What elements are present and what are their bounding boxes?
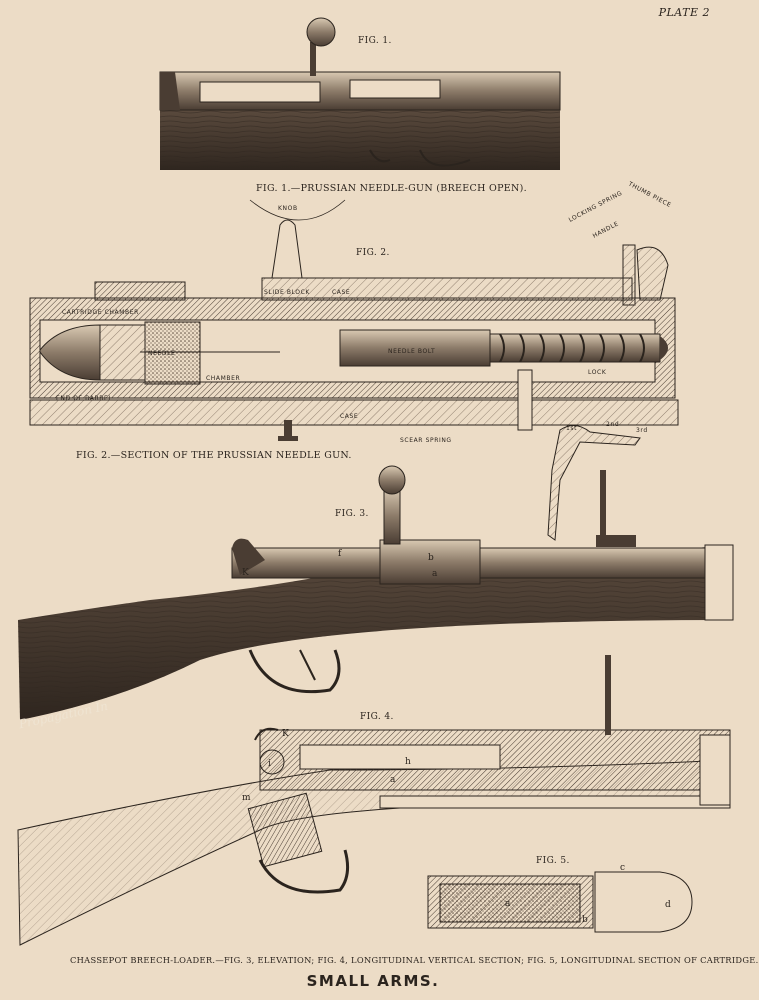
fig5-letter-b: b [582,915,588,925]
label-cartridge-chamber: CARTRIDGE CHAMBER [62,309,139,316]
fig1-drawing [159,17,561,170]
fig5-labels: a b d c [505,863,671,925]
label-pos-2: 2nd [606,421,619,428]
label-slide-block: SLIDE BLOCK [264,289,310,296]
fig3-letter-f: f [338,549,342,559]
fig1-title: FIG. 1. [358,36,392,46]
fig4-drawing [17,655,731,946]
fig5-letter-c: c [620,863,625,873]
label-thumb-piece: THUMB PIECE [626,180,672,209]
fig4-title: FIG. 4. [360,712,394,722]
fig1-caption: FIG. 1.—PRUSSIAN NEEDLE-GUN (BREECH OPEN… [256,183,527,194]
fig3-letter-b: b [428,553,434,563]
fig4-letter-i: i [268,759,271,769]
label-lock: LOCK [588,369,607,376]
label-pos-3: 3rd [636,427,648,434]
fig4-labels: K h a i m [242,729,411,803]
fig2-title: FIG. 2. [356,248,390,258]
fig3-labels: K b f a [242,549,438,579]
fig5-title: FIG. 5. [536,856,570,866]
label-scear-spring: SCEAR SPRING [400,437,452,444]
fig3-drawing [18,465,734,720]
main-title: SMALL ARMS. [306,972,440,990]
fig2-caption: FIG. 2.—SECTION OF THE PRUSSIAN NEEDLE G… [76,450,352,461]
fig4-letter-h: h [405,757,411,767]
label-case-top: CASE [332,289,350,296]
label-case-bottom: CASE [340,413,358,420]
fig3-title: FIG. 3. [335,509,369,519]
label-handle: HANDLE [592,220,620,240]
label-chamber: CHAMBER [206,375,240,382]
fig5-drawing [427,871,693,933]
fig3-letter-a: a [432,569,438,579]
fig4-letter-a: a [390,775,396,785]
fig5-letter-d: d [665,900,671,910]
fig3-letter-k: K [242,568,249,578]
fig4-letter-K: K [282,729,289,739]
label-pos-1: 1st [566,425,577,432]
label-needle-bolt: NEEDLE BOLT [388,348,435,355]
label-needle: NEEDLE [148,350,175,357]
fig4-letter-m: m [242,793,251,803]
bottom-caption: CHASSEPOT BREECH-LOADER.—FIG. 3, ELEVATI… [70,955,759,965]
label-knob: KNOB [278,205,298,212]
label-end-of-barrel: END OF BARREL [56,395,112,402]
fig5-letter-a: a [505,899,511,909]
fig2-drawing [29,199,679,541]
label-locking-spring: LOCKING SPRING [568,190,624,224]
plate-number: PLATE 2 [658,6,710,19]
